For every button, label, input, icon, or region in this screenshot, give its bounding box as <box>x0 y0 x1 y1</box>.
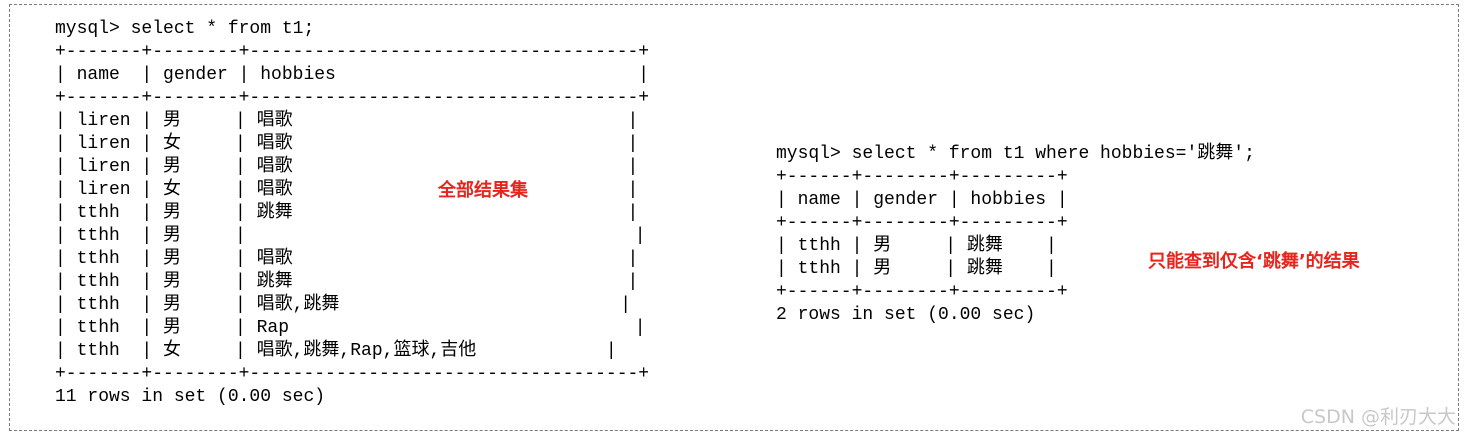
annotation-full-result: 全部结果集 <box>438 180 528 201</box>
table-row: | tthh | 男 | 跳舞 | <box>55 272 639 292</box>
table-row: | tthh | 男 | Rap | <box>55 318 646 338</box>
table-row: | liren | 男 | 唱歌 | <box>55 157 639 177</box>
table-border: +------+--------+---------+ <box>776 282 1068 302</box>
table-header: | name | gender | hobbies | <box>55 65 650 85</box>
table-border: +-------+--------+----------------------… <box>55 88 650 108</box>
table-row: | tthh | 男 | 跳舞 | <box>776 236 1057 256</box>
table-row: | tthh | 男 | 唱歌 | <box>55 249 639 269</box>
table-row: | tthh | 男 | 唱歌,跳舞 | <box>55 295 632 315</box>
table-border: +-------+--------+----------------------… <box>55 42 650 62</box>
table-row: | liren | 男 | 唱歌 | <box>55 111 639 131</box>
result-summary: 11 rows in set (0.00 sec) <box>55 387 326 407</box>
table-row: | tthh | 男 | 跳舞 | <box>776 259 1057 279</box>
screenshot-frame <box>9 4 1459 431</box>
table-header: | name | gender | hobbies | <box>776 190 1068 210</box>
right-terminal-output: mysql> select * from t1 where hobbies='跳… <box>776 143 1255 327</box>
watermark: CSDN @利刃大大 <box>1300 406 1456 428</box>
table-row: | liren | 女 | 唱歌 | <box>55 134 639 154</box>
table-row: | liren | 女 | 唱歌 | <box>55 180 639 200</box>
annotation-filtered-result: 只能查到仅含‘跳舞’的结果 <box>1148 251 1360 272</box>
table-border: +------+--------+---------+ <box>776 213 1068 233</box>
table-row: | tthh | 男 | | <box>55 226 646 246</box>
table-row: | tthh | 女 | 唱歌,跳舞,Rap,篮球,吉他 | <box>55 341 617 361</box>
table-row: | tthh | 男 | 跳舞 | <box>55 203 639 223</box>
query-prompt-line: mysql> select * from t1 where hobbies='跳… <box>776 144 1255 164</box>
left-terminal-output: mysql> select * from t1; +-------+-------… <box>55 18 649 409</box>
query-prompt-line: mysql> select * from t1; <box>55 19 315 39</box>
table-border: +-------+--------+----------------------… <box>55 364 650 384</box>
result-summary: 2 rows in set (0.00 sec) <box>776 305 1036 325</box>
table-border: +------+--------+---------+ <box>776 167 1068 187</box>
